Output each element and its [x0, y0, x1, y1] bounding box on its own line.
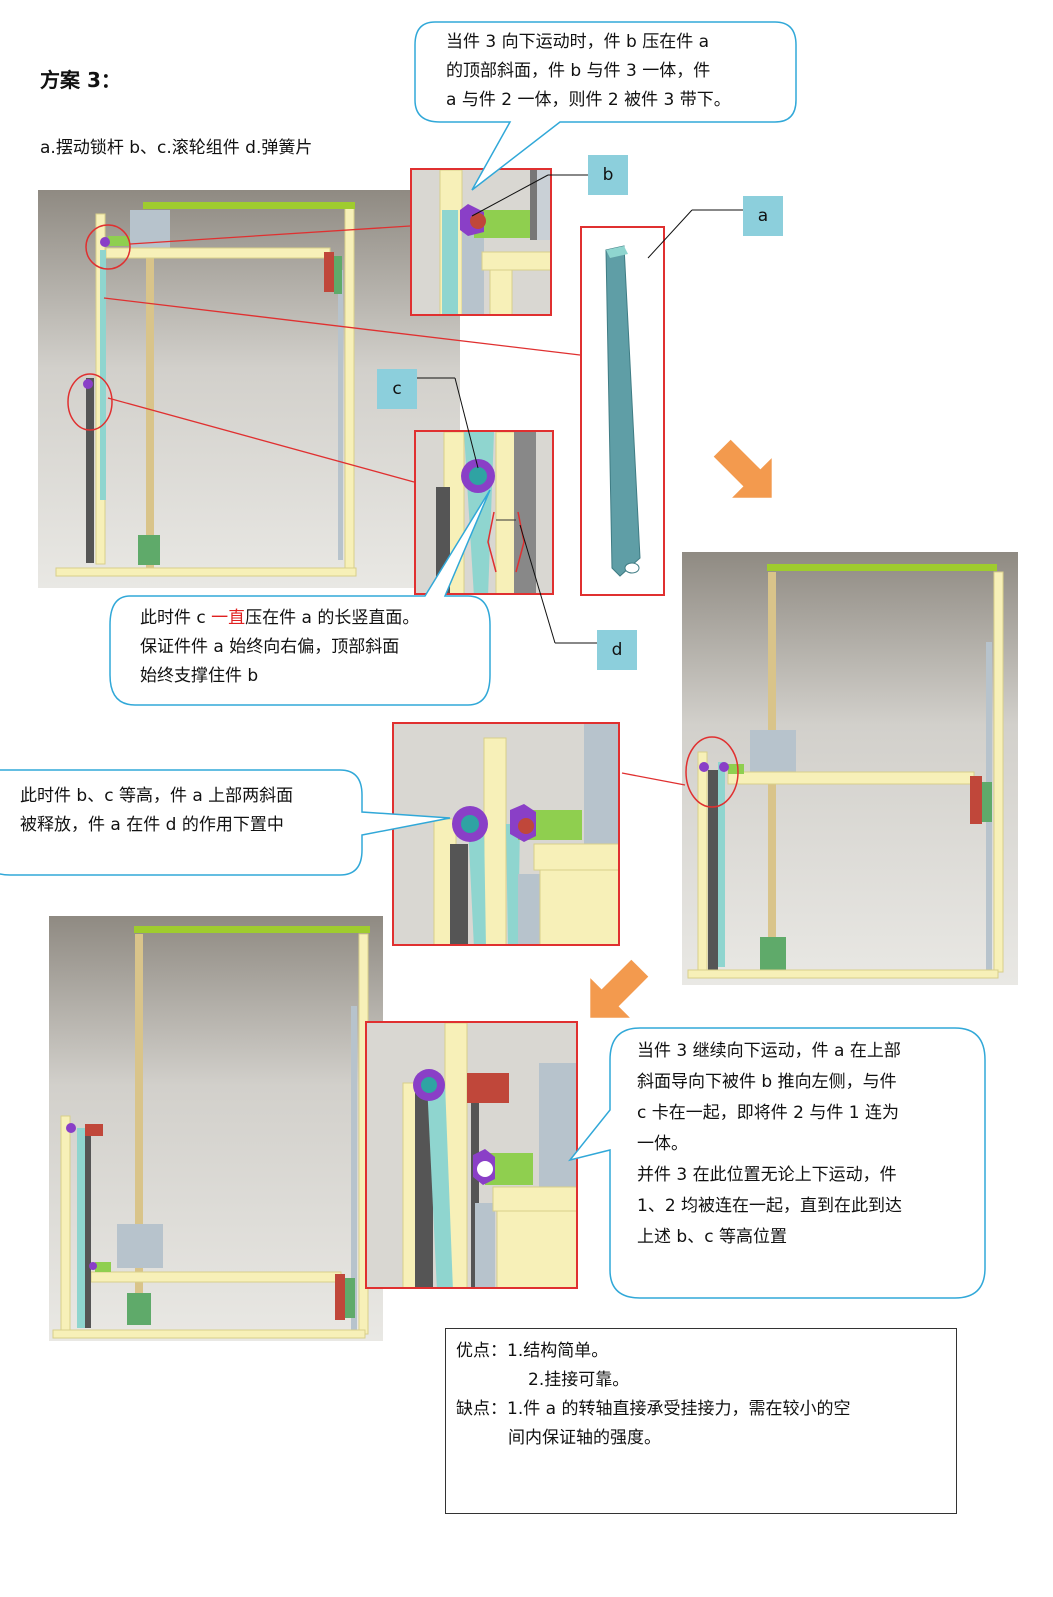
callout-line: 保证件件 a 始终向右偏，顶部斜面 — [140, 637, 400, 657]
callout-line: 的顶部斜面，件 b 与件 3 一体，件 — [446, 61, 711, 81]
arrow-down-left-2 — [590, 959, 649, 1018]
zoom-view-level-position — [392, 722, 620, 946]
pros-line-1: 优点：1.结构简单。 — [456, 1341, 609, 1361]
callout-line: a 与件 2 一体，则件 2 被件 3 带下。 — [446, 90, 731, 110]
callout-line: 当件 3 继续向下运动，件 a 在上部 — [637, 1041, 901, 1061]
callout-line: 被释放，件 a 在件 d 的作用下置中 — [20, 815, 284, 835]
label-b: b — [588, 155, 628, 195]
callout-left: 此时件 b、c 等高，件 a 上部两斜面 被释放，件 a 在件 d 的作用下置中 — [20, 782, 293, 840]
model-view-locked — [49, 916, 383, 1341]
zoom-view-locked-position — [365, 1021, 578, 1289]
label-a: a — [743, 196, 783, 236]
section-title: 方案 3： — [40, 68, 121, 92]
parts-legend: a.摆动锁杆 b、c.滚轮组件 d.弹簧片 — [40, 138, 313, 158]
callout-line: 一体。 — [637, 1134, 688, 1154]
label-c: c — [377, 369, 417, 409]
callout-line: 斜面导向下被件 b 推向左侧，与件 — [637, 1072, 897, 1092]
callout-line: 此时件 b、c 等高，件 a 上部两斜面 — [20, 786, 294, 806]
model-view-level — [682, 552, 1018, 985]
callout-line: 上述 b、c 等高位置 — [637, 1227, 787, 1247]
callout-line: 并件 3 在此位置无论上下运动，件 — [637, 1165, 897, 1185]
callout-line: 始终支撑住件 b — [140, 666, 259, 686]
callout-highlight: 一直 — [211, 608, 246, 628]
cons-line-2: 间内保证轴的强度。 — [508, 1428, 661, 1448]
arrow-down-right-1 — [713, 439, 772, 498]
zoom-view-part-b — [410, 168, 552, 316]
callout-text: 压在件 a 的长竖直面。 — [245, 608, 420, 628]
pros-line-2: 2.挂接可靠。 — [528, 1370, 630, 1390]
part-a-isometric-view — [580, 226, 665, 596]
callout-bottom-right: 当件 3 继续向下运动，件 a 在上部 斜面导向下被件 b 推向左侧，与件 c … — [637, 1036, 902, 1253]
callout-top-right: 当件 3 向下运动时，件 b 压在件 a 的顶部斜面，件 b 与件 3 一体，件… — [446, 28, 731, 115]
callout-mid: 此时件 c 一直压在件 a 的长竖直面。 保证件件 a 始终向右偏，顶部斜面 始… — [140, 604, 419, 691]
callout-line: c 卡在一起，即将件 2 与件 1 连为 — [637, 1103, 899, 1123]
callout-line: 1、2 均被连在一起，直到在此到达 — [637, 1196, 903, 1216]
label-d: d — [597, 630, 637, 670]
callout-line: 当件 3 向下运动时，件 b 压在件 a — [446, 32, 710, 52]
callout-text: 此时件 c — [140, 608, 212, 628]
pros-cons-box: 优点：1.结构简单。 2.挂接可靠。 缺点：1.件 a 的转轴直接承受挂接力，需… — [445, 1328, 957, 1514]
cons-line-1: 缺点：1.件 a 的转轴直接承受挂接力，需在较小的空 — [456, 1399, 851, 1419]
zoom-view-part-c-d — [414, 430, 554, 595]
